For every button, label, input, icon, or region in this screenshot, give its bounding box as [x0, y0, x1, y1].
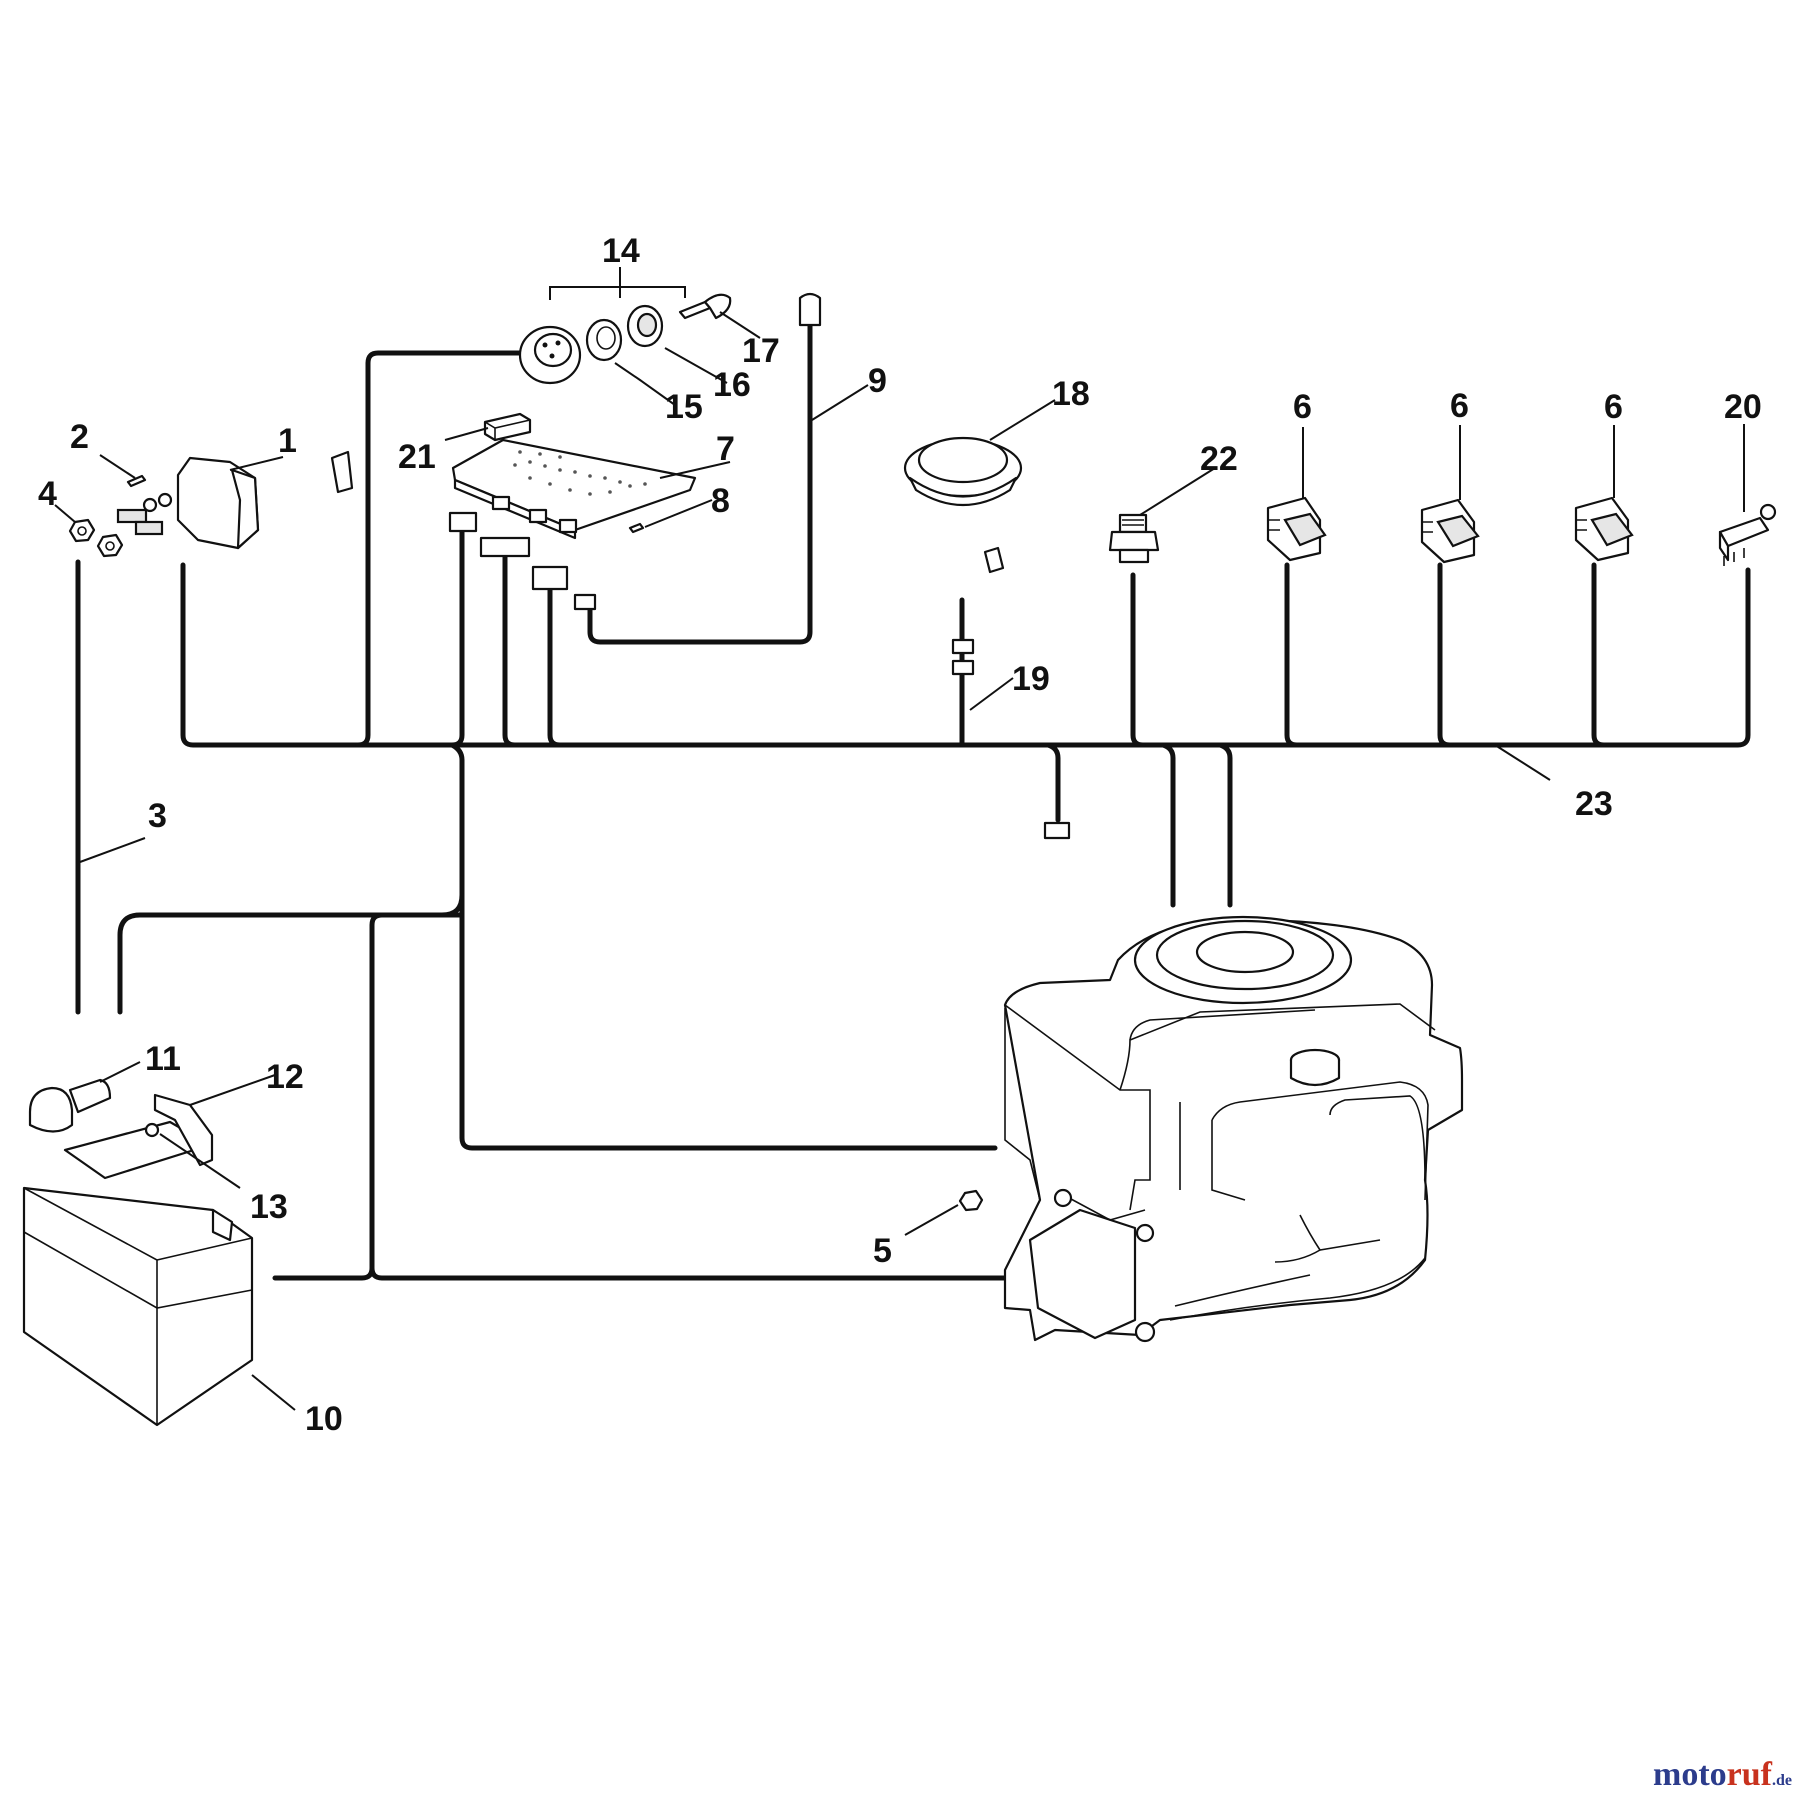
main-harness	[180, 562, 1751, 748]
screw-8	[628, 522, 645, 534]
callout-12: 12	[266, 1058, 304, 1096]
callout-18: 18	[1052, 375, 1090, 413]
ignition-key	[678, 300, 712, 320]
wire-switch-1	[1284, 562, 1300, 748]
wire-spare-connector	[1045, 742, 1061, 823]
battery-strap-12	[63, 1093, 214, 1180]
callout-19: 19	[1012, 660, 1050, 698]
horn-18	[903, 436, 1023, 506]
wire-lamp	[587, 322, 813, 645]
connector-spare	[1043, 821, 1071, 840]
callout-11: 11	[145, 1040, 181, 1078]
wire-dash-b	[502, 552, 518, 748]
screw-2	[126, 474, 147, 488]
engine	[1003, 915, 1464, 1343]
lamp-holder	[798, 292, 822, 327]
wire-battery-ground	[272, 1265, 375, 1281]
callout-13: 13	[250, 1188, 288, 1226]
clip-left	[330, 450, 354, 494]
watermark-logo: motoruf.de	[1653, 1756, 1792, 1794]
printed-board-7	[451, 438, 697, 540]
sensor-22	[1108, 513, 1160, 564]
nut-13	[144, 1122, 160, 1138]
callout-14: 14	[602, 232, 640, 270]
callout-17: 17	[742, 332, 780, 370]
callout-23: 23	[1575, 785, 1613, 823]
callout-4: 4	[38, 475, 57, 513]
callout-6-b: 6	[1450, 387, 1469, 425]
clip-horn	[983, 546, 1005, 574]
connector-d	[573, 593, 597, 611]
switch-spring	[585, 318, 623, 362]
terminal-cover-11	[28, 1078, 112, 1133]
ignition-switch-assembly	[518, 267, 732, 385]
wire-engine-a	[1160, 742, 1176, 908]
connector-horn-a	[951, 638, 975, 655]
watermark-part3: .de	[1772, 1772, 1792, 1789]
callout-6-c: 6	[1604, 388, 1623, 426]
callout-10: 10	[305, 1400, 343, 1438]
wire-trunk-b	[459, 892, 998, 1151]
connector-b	[479, 536, 531, 558]
switch-6-a	[1266, 496, 1327, 562]
switch-6-b	[1420, 498, 1480, 564]
wire-engine-b	[1217, 742, 1233, 908]
wire-switch-2	[1437, 562, 1453, 748]
solenoid	[116, 456, 260, 550]
nut-5	[958, 1189, 984, 1212]
callout-6-a: 6	[1293, 388, 1312, 426]
callout-2: 2	[70, 418, 89, 456]
wire-sensor	[1130, 572, 1146, 748]
connector-a	[448, 511, 478, 533]
callout-16: 16	[713, 366, 751, 404]
micro-switch-20	[1718, 503, 1777, 566]
battery-10	[22, 1186, 254, 1427]
watermark-part2: ruf	[1726, 1756, 1772, 1793]
wire-ignition	[355, 350, 523, 748]
callout-22: 22	[1200, 440, 1238, 478]
callout-1: 1	[278, 422, 297, 460]
wire-switch-3	[1591, 562, 1607, 748]
callout-8: 8	[711, 482, 730, 520]
wire-trunk	[117, 742, 465, 1015]
switch-6-c	[1574, 496, 1634, 562]
callout-7: 7	[716, 430, 735, 468]
nut-4	[68, 518, 124, 558]
watermark-part1: moto	[1653, 1756, 1727, 1793]
callout-labels: 1 2 4 3 5 6 6 6 7 8 9 10 11 12 13 14 15 …	[38, 232, 1762, 1438]
callout-21: 21	[398, 438, 436, 476]
connectors	[448, 511, 1071, 840]
callout-3: 3	[148, 797, 167, 835]
connector-c	[531, 565, 569, 591]
callout-5: 5	[873, 1232, 892, 1270]
connector-horn-b	[951, 659, 975, 676]
wire-ground	[369, 912, 1008, 1281]
wire-dash-a	[449, 527, 465, 748]
callout-20: 20	[1724, 388, 1762, 426]
callout-15: 15	[665, 388, 703, 426]
wiring-harness	[75, 322, 1751, 1281]
fuse-21	[483, 412, 532, 442]
callout-9: 9	[868, 362, 887, 400]
leader-lines	[54, 311, 1745, 1411]
wire-dash-c	[547, 587, 563, 748]
